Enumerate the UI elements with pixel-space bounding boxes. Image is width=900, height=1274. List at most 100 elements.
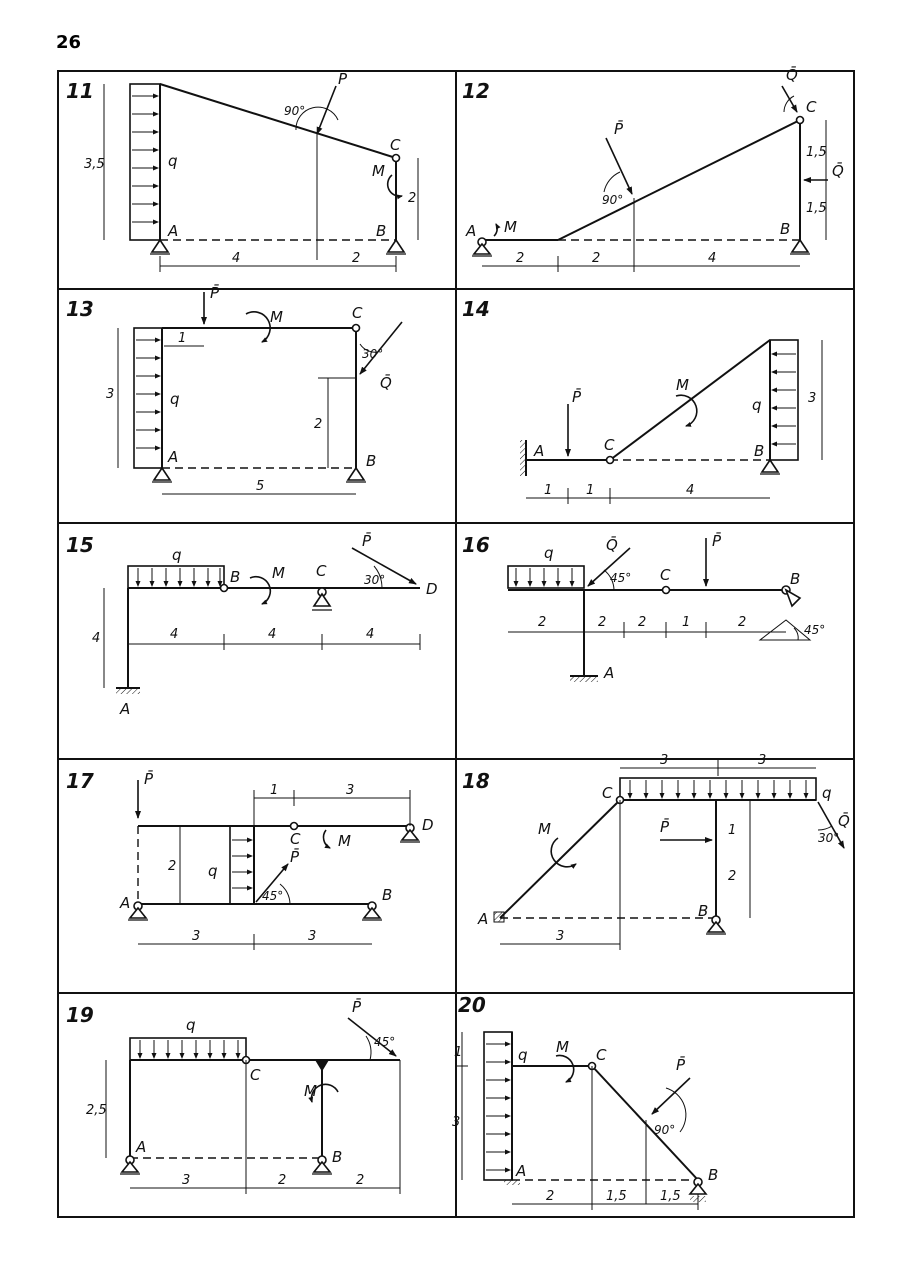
dim-span-2: 2 <box>352 251 360 266</box>
point-a: A <box>603 664 614 682</box>
angle-label: 90° <box>654 1123 675 1137</box>
point-c: C <box>316 562 327 580</box>
dim-3: 3 <box>192 929 200 944</box>
point-b: B <box>332 1148 342 1166</box>
dim-right-height: 2 <box>408 191 416 206</box>
load-arrows <box>136 337 161 451</box>
point-c: C <box>602 784 613 802</box>
point-c: C <box>596 1046 607 1064</box>
point-a: A <box>515 1162 526 1180</box>
point-c: C <box>806 98 817 116</box>
dim-5: 3 <box>556 929 564 944</box>
point-a: A <box>167 448 178 466</box>
load-q: q <box>544 544 554 562</box>
distributed-load-area <box>133 327 163 469</box>
angle-label: 90° <box>284 104 305 118</box>
row-divider-1 <box>59 288 853 290</box>
problem-19: 19 2,5 <box>66 997 401 1194</box>
moment-m: M <box>304 1082 317 1100</box>
row-divider-3 <box>59 758 853 760</box>
problem-number: 14 <box>462 297 490 321</box>
dim-height: 2,5 <box>86 1103 107 1118</box>
dim-2: 4 <box>268 627 276 642</box>
load-p: P̄ <box>144 769 154 788</box>
point-a: A <box>477 910 488 928</box>
point-a: A <box>119 894 130 912</box>
point-c: C <box>290 830 301 848</box>
dim-height: 4 <box>92 631 100 646</box>
dim-3: 4 <box>366 627 374 642</box>
load-q-force: Q̄ <box>838 811 850 830</box>
load-p: P̄ <box>572 387 582 406</box>
load-p: P̄ <box>660 817 670 836</box>
problem-number: 20 <box>458 993 486 1017</box>
angle-support: 45° <box>804 623 825 637</box>
angle-label: 30° <box>362 347 383 361</box>
dim-3: 2 <box>356 1173 364 1188</box>
dim-2: 2 <box>278 1173 286 1188</box>
dim-4: 3 <box>308 929 316 944</box>
dim-height: 3 <box>452 1115 460 1130</box>
dim-2: 2 <box>598 615 606 630</box>
problem-number: 16 <box>462 533 490 557</box>
load-q: q <box>518 1046 528 1064</box>
problem-number: 13 <box>66 297 94 321</box>
load-p: P̄ <box>712 531 722 550</box>
point-b: B <box>698 902 708 920</box>
dim-q-height: 2 <box>314 417 322 432</box>
problem-18: 18 <box>462 753 850 950</box>
load-arrows <box>132 93 159 225</box>
load-q: Q̄ <box>786 65 798 84</box>
load-q: q <box>170 390 180 408</box>
problem-12: 12 2 2 4 1,5 1,5 A B C M <box>462 65 844 272</box>
point-d: D <box>426 580 438 598</box>
dim-span-1: 4 <box>232 251 240 266</box>
moment-m: M <box>538 820 551 838</box>
dim-1: 3 <box>660 753 668 768</box>
load-q: q <box>752 396 762 414</box>
load-q-force: Q̄ <box>606 535 618 554</box>
dim-4: 1,5 <box>660 1189 681 1204</box>
load-q: q <box>168 152 178 170</box>
dim-1: 1 <box>270 783 278 798</box>
moment-m: M <box>504 218 517 236</box>
dim-2: 2 <box>546 1189 554 1204</box>
dim-4: 1 <box>682 615 690 630</box>
point-a: A <box>119 700 130 718</box>
angle-label: 45° <box>262 889 283 903</box>
angle-label: 30° <box>818 831 839 845</box>
dim-4: 2 <box>728 869 736 884</box>
dim-1: 3 <box>182 1173 190 1188</box>
point-a: A <box>167 222 178 240</box>
point-b: B <box>382 886 392 904</box>
load-q: q <box>822 784 832 802</box>
moment-m: M <box>270 308 283 326</box>
point-b: B <box>708 1166 718 1184</box>
row-divider-2 <box>59 522 853 524</box>
dim-height: 3 <box>808 391 816 406</box>
load-q: q <box>172 546 182 564</box>
problem-16: 16 2 2 2 1 2 A B <box>462 531 825 682</box>
point-b: B <box>366 452 376 470</box>
point-b: B <box>376 222 386 240</box>
page-number: 26 <box>56 32 82 53</box>
moment-m: M <box>338 832 351 850</box>
dim-5: 1,5 <box>806 201 827 216</box>
load-p: P̄ <box>210 283 220 302</box>
point-b: B <box>780 220 790 238</box>
problem-number: 19 <box>66 1003 94 1027</box>
dim-5: 2 <box>738 615 746 630</box>
point-c: C <box>352 304 363 322</box>
point-c: C <box>390 136 401 154</box>
dim-1: 1 <box>454 1045 462 1060</box>
dim-span: 5 <box>256 479 264 494</box>
problem-11: 11 3, <box>66 69 419 272</box>
dim-4: 1,5 <box>806 145 827 160</box>
problem-number: 12 <box>462 79 490 103</box>
point-a: A <box>135 1138 146 1156</box>
dim-height: 3 <box>106 387 114 402</box>
dim-2: 2 <box>592 251 600 266</box>
load-q-force: Q̄ <box>380 373 392 392</box>
problem-15: 15 4 4 4 4 <box>66 531 438 718</box>
